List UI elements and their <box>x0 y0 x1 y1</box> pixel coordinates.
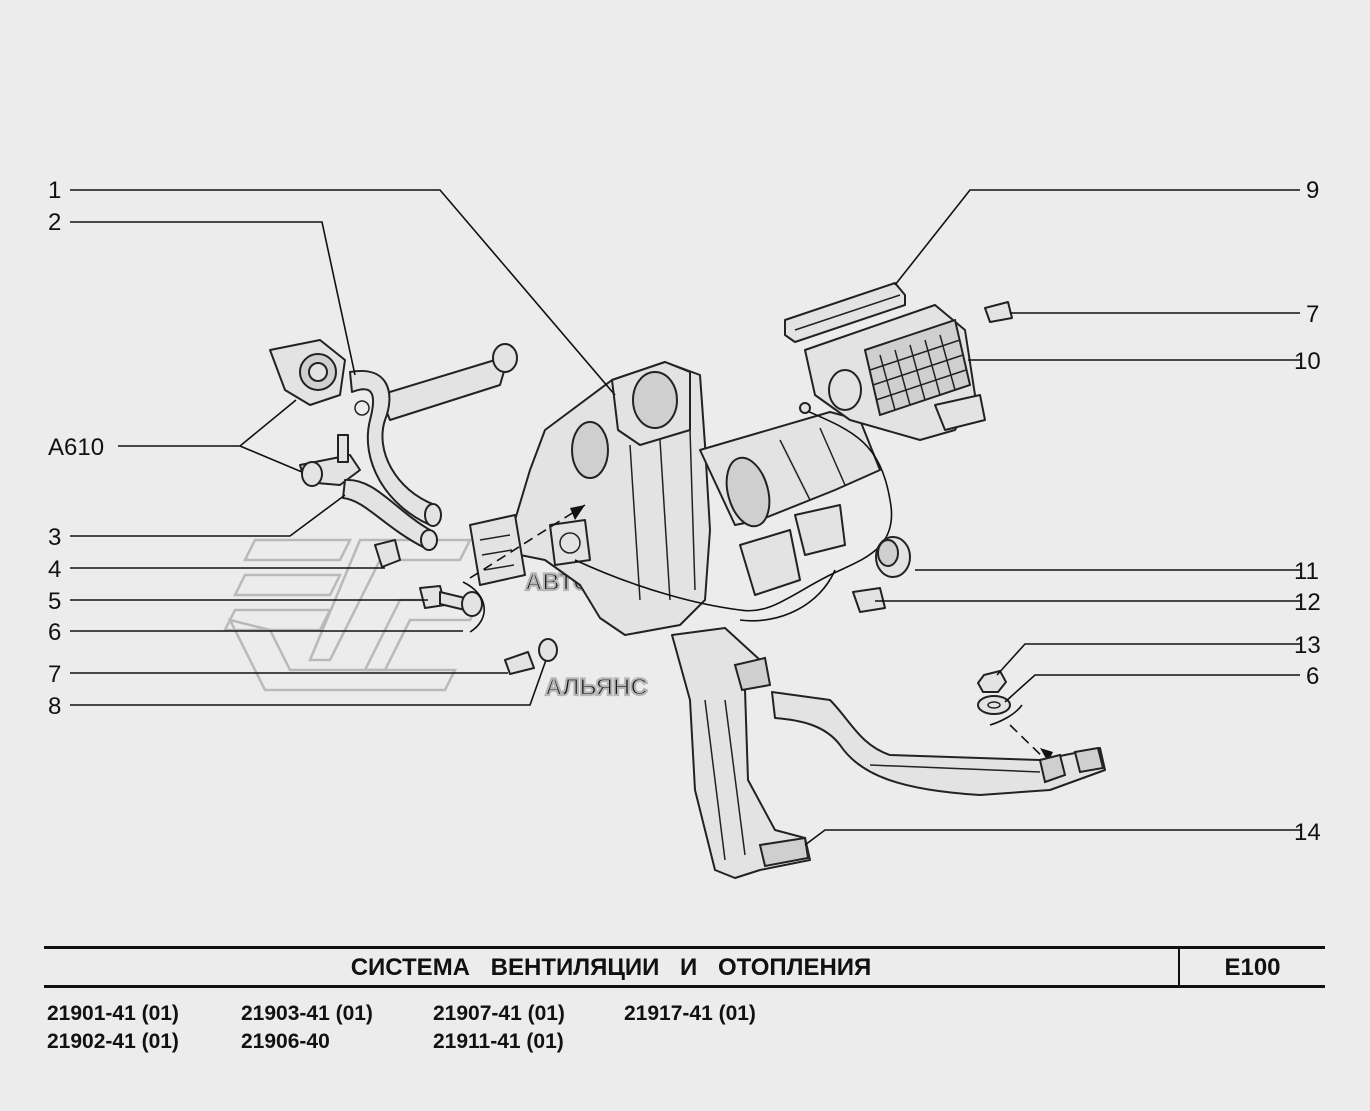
callout-2: 2 <box>48 209 61 236</box>
heater-unit <box>469 361 711 636</box>
watermark-text-2: АЛЬЯНС <box>545 674 648 701</box>
callout-12: 12 <box>1294 589 1321 616</box>
callout-7-left: 7 <box>48 661 61 688</box>
nut-and-washer <box>977 670 1053 763</box>
air-duct <box>699 411 881 528</box>
knobs <box>852 536 911 613</box>
callout-8: 8 <box>48 693 61 720</box>
model-code: 21901-41 (01) <box>47 1002 179 1025</box>
blower-housing <box>804 304 986 441</box>
cabin-filter <box>784 282 906 343</box>
callout-6-left: 6 <box>48 619 61 646</box>
fasteners-left <box>374 301 1013 675</box>
callout-a610: A610 <box>48 434 104 461</box>
heater-hoses <box>342 369 442 551</box>
title-bar: СИСТЕМА ВЕНТИЛЯЦИИ И ОТОПЛЕНИЯ E100 <box>44 946 1325 988</box>
title-divider <box>1178 949 1180 985</box>
callout-4: 4 <box>48 556 61 583</box>
model-code: 21903-41 (01) <box>241 1002 373 1025</box>
model-list: 21901-41 (01) 21903-41 (01) 21907-41 (01… <box>47 1002 847 1062</box>
page-title: СИСТЕМА ВЕНТИЛЯЦИИ И ОТОПЛЕНИЯ <box>350 954 872 981</box>
model-code: 21911-41 (01) <box>433 1030 564 1053</box>
section-code: E100 <box>1224 954 1281 981</box>
model-code: 21917-41 (01) <box>624 1002 756 1025</box>
model-code: 21902-41 (01) <box>47 1030 179 1053</box>
model-code: 21907-41 (01) <box>433 1002 565 1025</box>
parts-diagram: АВТО АЛЬЯНС <box>48 177 1321 879</box>
callout-14: 14 <box>1294 819 1321 846</box>
callout-7-right: 7 <box>1306 301 1319 328</box>
callout-6-right: 6 <box>1306 663 1319 690</box>
callout-3: 3 <box>48 524 61 551</box>
floor-duct-right <box>771 691 1106 796</box>
cable-and-actuator <box>574 402 893 622</box>
callout-10: 10 <box>1294 348 1321 375</box>
floor-duct-vertical <box>671 627 811 879</box>
callout-11: 11 <box>1294 558 1319 585</box>
callout-5: 5 <box>48 588 61 615</box>
callout-1: 1 <box>48 177 61 204</box>
thermostat-and-pipe <box>269 339 518 487</box>
model-code: 21906-40 <box>241 1030 330 1053</box>
callout-13: 13 <box>1294 632 1321 659</box>
callout-labels: 1 2 A610 3 4 5 6 7 8 9 7 10 11 12 13 6 1… <box>48 177 1321 846</box>
leader-lines <box>70 189 1300 846</box>
callout-9: 9 <box>1306 177 1319 204</box>
